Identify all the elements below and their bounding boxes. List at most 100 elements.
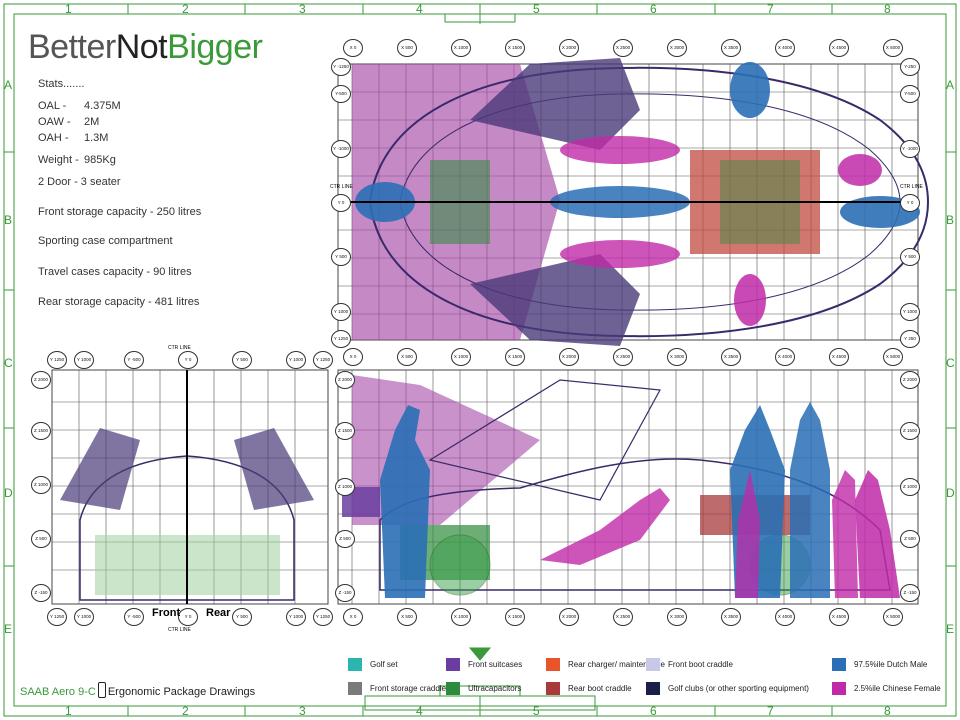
plan-y-label-left: Y-500 bbox=[331, 85, 351, 103]
frame-ticks bbox=[4, 4, 956, 716]
border-row-D-left: D bbox=[4, 486, 13, 500]
plan-x-label-top: X 2500 bbox=[613, 39, 633, 57]
legend-item: Front boot craddle bbox=[646, 658, 733, 671]
front-y-label-top: Y 1250 bbox=[313, 351, 333, 369]
side-open-hood bbox=[428, 379, 661, 501]
plan-y-label-right: Y-500 bbox=[900, 85, 920, 103]
legend-label: Front boot craddle bbox=[668, 660, 733, 669]
plan-y-label-right: Y 500 bbox=[900, 248, 920, 266]
front-y-label-top: Y 1000 bbox=[286, 351, 306, 369]
side-x-label: X 0 bbox=[343, 608, 363, 626]
side-x-label: X 1000 bbox=[451, 608, 471, 626]
oal-value: 4.375M bbox=[84, 100, 121, 112]
border-column-7-top: 7 bbox=[767, 2, 774, 16]
legend-item: Ultracapacitors bbox=[446, 682, 521, 695]
front-z-label: Z 1500 bbox=[31, 422, 51, 440]
front-y-label-bottom: Y 500 bbox=[232, 608, 252, 626]
border-row-A-right: A bbox=[946, 78, 955, 92]
brand-part-not: Not bbox=[115, 28, 168, 66]
legend-label: Rear boot craddle bbox=[568, 684, 632, 693]
brand-part-bigger: Bigger bbox=[167, 28, 263, 66]
side-z-label-left: Z 1500 bbox=[335, 422, 355, 440]
plan-x-label-bottom: X 500 bbox=[397, 348, 417, 366]
plan-x-label-bottom: X 2500 bbox=[613, 348, 633, 366]
front-y-label-bottom: Y -500 bbox=[124, 608, 144, 626]
bottom-centre-mark bbox=[364, 647, 596, 711]
border-row-D-right: D bbox=[946, 486, 955, 500]
legend-swatch bbox=[832, 682, 846, 695]
front-ctr-line-top: CTR LINE bbox=[168, 345, 191, 351]
front-z-label: Z 1000 bbox=[31, 476, 51, 494]
legend-swatch bbox=[446, 658, 460, 671]
travel-cases-info: Travel cases capacity - 90 litres bbox=[38, 266, 192, 278]
legend-swatch bbox=[348, 682, 362, 695]
side-x-label: X 2500 bbox=[613, 608, 633, 626]
plan-y-label-left: Y -1250 bbox=[331, 58, 351, 76]
plan-x-label-top: X 5000 bbox=[883, 39, 903, 57]
border-column-1-top: 1 bbox=[65, 2, 72, 16]
front-y-label-bottom: Y 1250 bbox=[313, 608, 333, 626]
side-x-label: X 2000 bbox=[559, 608, 579, 626]
side-x-label: X 3500 bbox=[721, 608, 741, 626]
border-column-1-bottom: 1 bbox=[65, 704, 72, 718]
legend-label: Golf clubs (or other sporting equipment) bbox=[668, 684, 809, 693]
plan-x-label-bottom: X 1500 bbox=[505, 348, 525, 366]
side-z-label-right: Z 1000 bbox=[900, 478, 920, 496]
legend-label: 2.5%ile Chinese Female bbox=[854, 684, 941, 693]
plan-x-label-top: X 0 bbox=[343, 39, 363, 57]
border-column-3-top: 3 bbox=[299, 2, 306, 16]
plan-x-label-bottom: X 4500 bbox=[829, 348, 849, 366]
plan-x-label-top: X 4000 bbox=[775, 39, 795, 57]
legend-label: Golf set bbox=[370, 660, 398, 669]
border-column-8-top: 8 bbox=[884, 2, 891, 16]
side-z-label-right: Z 2000 bbox=[900, 371, 920, 389]
legend-swatch bbox=[832, 658, 846, 671]
border-column-2-top: 2 bbox=[182, 2, 189, 16]
front-z-label: Z -150 bbox=[31, 584, 51, 602]
plan-x-label-bottom: X 5000 bbox=[883, 348, 903, 366]
plan-y-label-right: Y 1000 bbox=[900, 303, 920, 321]
legend-swatch bbox=[546, 682, 560, 695]
border-row-E-right: E bbox=[946, 622, 955, 636]
front-y-label-bottom: Y 0 bbox=[178, 608, 198, 626]
oaw-label: OAW - bbox=[38, 116, 71, 128]
plan-y-label-left: Y 500 bbox=[331, 248, 351, 266]
front-z-label: Z 500 bbox=[31, 530, 51, 548]
side-z-label-right: Z 1500 bbox=[900, 422, 920, 440]
rear-label: Rear bbox=[206, 607, 231, 619]
plan-x-label-bottom: X 4000 bbox=[775, 348, 795, 366]
side-front-wheel bbox=[429, 534, 491, 596]
legend-swatch bbox=[646, 658, 660, 671]
plan-y-label-right: Y 0 bbox=[900, 194, 920, 212]
brand-part-better: Better bbox=[28, 28, 116, 66]
border-row-B-left: B bbox=[4, 213, 13, 227]
front-label: Front bbox=[152, 607, 181, 619]
front-y-label-bottom: Y 1000 bbox=[74, 608, 94, 626]
border-column-2-bottom: 2 bbox=[182, 704, 189, 718]
plan-x-label-top: X 3000 bbox=[667, 39, 687, 57]
footer-model: SAAB Aero 9-C bbox=[20, 686, 96, 698]
oah-label: OAH - bbox=[38, 132, 69, 144]
plan-x-label-top: X 3500 bbox=[721, 39, 741, 57]
plan-x-label-bottom: X 2000 bbox=[559, 348, 579, 366]
side-x-label: X 3000 bbox=[667, 608, 687, 626]
border-column-5-top: 5 bbox=[533, 2, 540, 16]
front-y-label-top: Y 500 bbox=[232, 351, 252, 369]
border-column-6-bottom: 6 bbox=[650, 704, 657, 718]
plan-x-label-bottom: X 3500 bbox=[721, 348, 741, 366]
border-row-A-left: A bbox=[4, 78, 13, 92]
rear-storage-info: Rear storage capacity - 481 litres bbox=[38, 296, 200, 308]
legend-swatch bbox=[348, 658, 362, 671]
side-x-label: X 500 bbox=[397, 608, 417, 626]
plan-x-label-top: X 1000 bbox=[451, 39, 471, 57]
border-row-C-right: C bbox=[946, 356, 955, 370]
oal-label: OAL - bbox=[38, 100, 67, 112]
side-z-label-left: Z 2000 bbox=[335, 371, 355, 389]
front-y-label-top: Y 1250 bbox=[47, 351, 67, 369]
plan-x-label-top: X 2000 bbox=[559, 39, 579, 57]
legend-item: Rear charger/ maintenance bbox=[546, 658, 665, 671]
legend-item: Golf set bbox=[348, 658, 398, 671]
plan-y-label-left: Y 1250 bbox=[331, 330, 351, 348]
doors-info: 2 Door - 3 seater bbox=[38, 176, 121, 188]
border-row-B-right: B bbox=[946, 213, 955, 227]
